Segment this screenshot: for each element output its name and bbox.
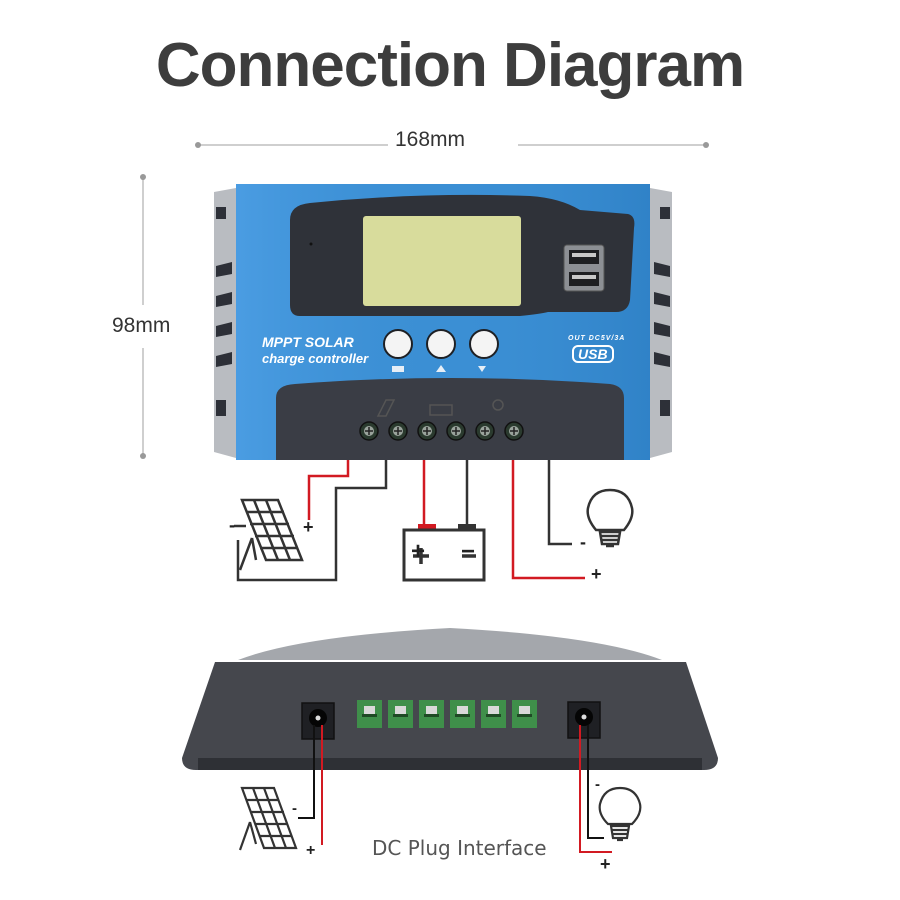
usb-spec-label: OUT DC5V/3A (568, 335, 626, 342)
green-terminal (388, 700, 413, 728)
down-arrow-icon (478, 366, 486, 372)
bottom-solar-minus-label: - (292, 800, 297, 817)
usb-label: USB (572, 345, 614, 363)
green-terminal (512, 700, 537, 728)
indicator-dot (309, 242, 313, 246)
battery-plus-label: + (411, 538, 426, 565)
menu-icon (392, 366, 404, 372)
usb-ports (563, 244, 605, 292)
control-buttons (383, 329, 499, 372)
bulb-top-icon (586, 488, 634, 548)
lcd-screen (363, 216, 521, 306)
top-load-plus-label: + (591, 564, 602, 584)
bulb-icon (492, 399, 504, 411)
screw-terminal (417, 421, 437, 441)
battery-icon (429, 404, 453, 416)
green-terminal (481, 700, 506, 728)
bottom-load-positive-wire (579, 725, 612, 853)
top-load-minus-label: - (580, 532, 586, 552)
page-title: Connection Diagram (155, 31, 745, 100)
green-terminal (419, 700, 444, 728)
front-top-edge (238, 628, 662, 660)
bottom-wiring (298, 725, 612, 853)
solar-panel-icon (376, 399, 396, 417)
solar-panel-bottom-icon (238, 786, 298, 851)
left-side-rail (214, 188, 236, 458)
height-dimension-label: 98mm (112, 314, 171, 337)
down-button[interactable] (469, 329, 499, 359)
bottom-solar-plus-label: + (306, 842, 316, 859)
right-side-rail (650, 188, 672, 458)
right-vents (654, 207, 670, 416)
top-solar-minus-label: - (229, 515, 235, 535)
brand-subtitle: charge controller (262, 351, 369, 366)
brand-title: MPPT SOLAR (262, 334, 354, 350)
controller-front (214, 184, 672, 460)
bottom-solar-negative-wire (298, 725, 315, 819)
up-arrow-icon (436, 365, 446, 372)
top-solar-plus-label: + (303, 517, 314, 537)
bottom-load-plus-label: + (600, 854, 611, 874)
bottom-load-negative-wire (587, 725, 604, 839)
screw-terminal (475, 421, 495, 441)
solar-positive-wire (307, 460, 350, 520)
green-terminal (357, 700, 382, 728)
green-terminal (450, 700, 475, 728)
screw-terminals (359, 421, 524, 441)
load-negative-wire (547, 460, 572, 546)
width-dimension-line (195, 142, 709, 148)
width-dimension-label: 168mm (395, 128, 466, 151)
dc-plug-caption: DC Plug Interface (372, 836, 547, 860)
up-button[interactable] (426, 329, 456, 359)
load-positive-wire (511, 460, 585, 580)
controller-bottom-view (182, 628, 718, 770)
battery-minus-label: − (461, 538, 476, 565)
bulb-bottom-icon (598, 786, 642, 842)
solar-panel-top-icon (234, 498, 304, 571)
screw-terminal (504, 421, 524, 441)
battery-top-icon (402, 524, 486, 582)
screw-terminal (446, 421, 466, 441)
left-vents (216, 207, 232, 416)
terminal-bezel (276, 378, 624, 460)
bottom-load-minus-label: - (595, 776, 600, 793)
green-terminal-block (357, 700, 537, 728)
menu-button[interactable] (383, 329, 413, 359)
screw-terminal (388, 421, 408, 441)
top-wiring (236, 460, 585, 582)
solar-negative-wire (236, 460, 388, 582)
screw-terminal (359, 421, 379, 441)
height-dimension-line (140, 174, 146, 459)
